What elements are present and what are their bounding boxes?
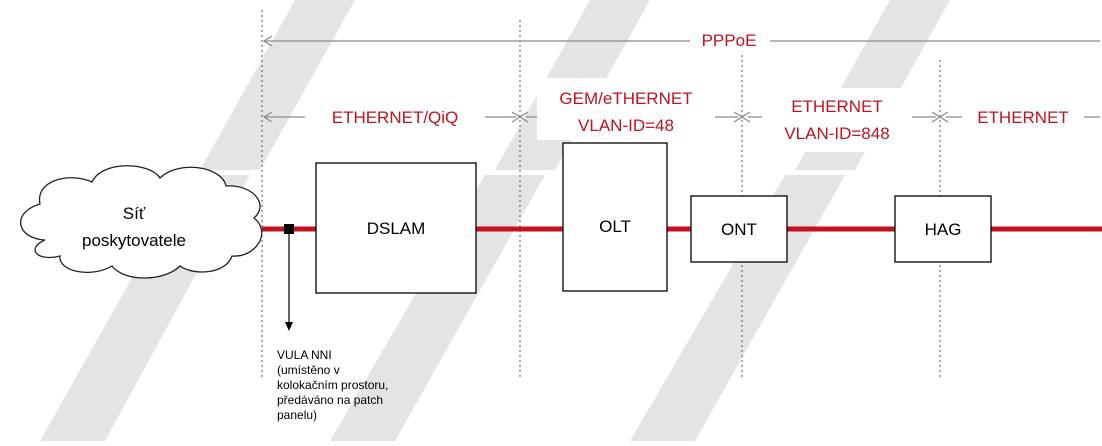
segment-junctions bbox=[511, 111, 949, 123]
eth848-label-line1: ETHERNET bbox=[791, 97, 883, 116]
note-line5: panelu) bbox=[277, 408, 317, 422]
pppoe-label: PPPoE bbox=[702, 31, 757, 50]
vula-nni-arrowhead bbox=[285, 322, 293, 331]
hag-box bbox=[894, 195, 992, 263]
note-line3: kolokačním prostoru, bbox=[277, 378, 388, 392]
ont-label: ONT bbox=[721, 220, 757, 239]
gem-label-line2: VLAN-ID=48 bbox=[578, 116, 674, 135]
dslam-box bbox=[315, 162, 477, 294]
eth848-label-bg bbox=[762, 88, 912, 152]
provider-cloud bbox=[20, 165, 263, 279]
olt-box bbox=[562, 142, 668, 292]
ethernet-last-label-bg bbox=[962, 101, 1084, 133]
olt-label: OLT bbox=[599, 217, 631, 236]
cloud-label-line1: Síť bbox=[123, 204, 146, 223]
note-line1: VULA NNI bbox=[277, 348, 332, 362]
eth848-label-line2: VLAN-ID=848 bbox=[784, 124, 889, 143]
ont-box bbox=[690, 195, 788, 263]
pppoe-label-bg bbox=[690, 26, 770, 54]
ethernet-qiq-label: ETHERNET/QiQ bbox=[332, 108, 459, 127]
vula-nni-marker bbox=[284, 224, 294, 234]
cloud-label-line2: poskytovatele bbox=[82, 231, 186, 250]
vula-nni-note: VULA NNI (umístěno v kolokačním prostoru… bbox=[277, 348, 388, 422]
note-line4: předáváno na patch bbox=[277, 393, 383, 407]
note-line2: (umístěno v bbox=[277, 363, 340, 377]
gem-label-line1: GEM/eTHERNET bbox=[559, 89, 692, 108]
ethernet-qiq-label-bg bbox=[305, 101, 485, 133]
ethernet-last-label: ETHERNET bbox=[977, 108, 1069, 127]
hag-label: HAG bbox=[925, 220, 962, 239]
dslam-label: DSLAM bbox=[367, 219, 426, 238]
gem-label-bg bbox=[537, 78, 715, 140]
